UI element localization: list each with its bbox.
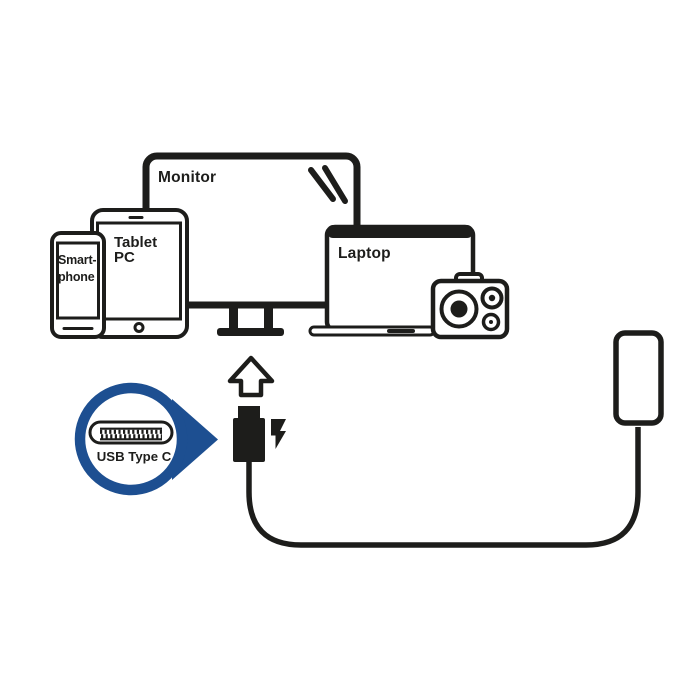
tablet-home-button — [133, 322, 145, 333]
tablet-group: Tablet PC — [90, 208, 189, 339]
badge-label: USB Type C — [97, 449, 172, 464]
camera-lens-center — [450, 300, 468, 318]
usb-type-c-badge: USB Type C — [74, 382, 218, 496]
plug-body — [233, 418, 265, 462]
smartphone-group: Smart- phone — [50, 231, 106, 339]
lightning-bolt-icon — [271, 419, 286, 449]
usb-c-connector-icon — [88, 420, 174, 445]
monitor-stand-leg-right — [264, 303, 273, 331]
laptop-top-edge — [327, 225, 473, 238]
camera-group — [430, 272, 510, 340]
screen-shine-icon — [308, 165, 348, 204]
smartphone-label-line2: phone — [58, 270, 95, 284]
plug-tip — [238, 406, 260, 420]
laptop-base-notch — [387, 329, 415, 333]
tablet-label-line1: Tablet — [114, 234, 157, 251]
monitor-stand-base — [217, 328, 284, 336]
up-arrow-icon — [227, 355, 275, 398]
monitor-label: Monitor — [158, 169, 216, 186]
monitor-stand-leg-left — [229, 303, 238, 331]
charger-body — [613, 330, 664, 426]
laptop-label: Laptop — [338, 245, 391, 262]
usb-c-plug-icon — [233, 406, 265, 462]
camera-flash-dot — [489, 320, 493, 324]
tablet-label-line2: PC — [114, 249, 135, 266]
smartphone-screen — [56, 241, 100, 320]
power-cable — [246, 427, 641, 548]
laptop-base — [308, 325, 436, 337]
smartphone-label-line1: Smart- — [58, 253, 96, 267]
camera-viewfinder-dot — [488, 294, 496, 302]
